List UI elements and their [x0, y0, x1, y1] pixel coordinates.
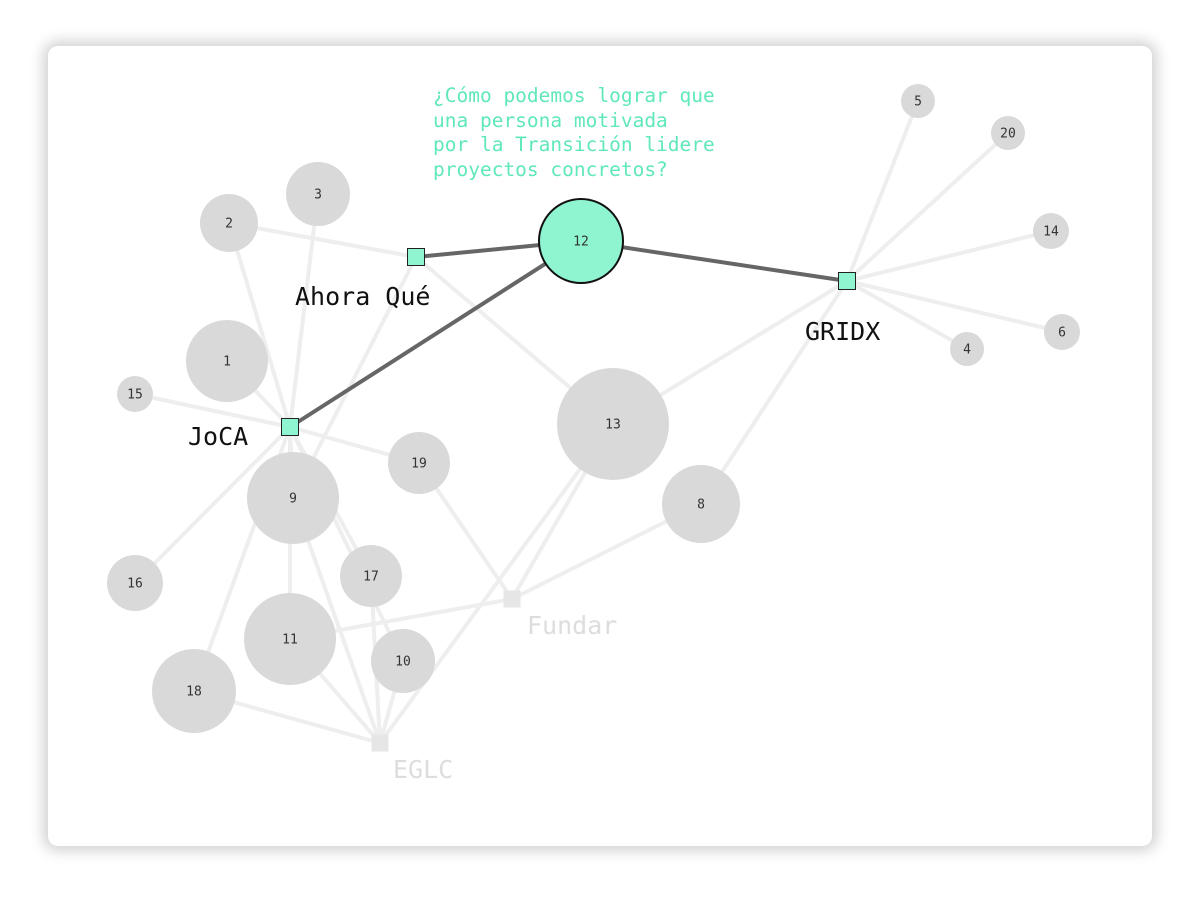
person-node-9[interactable]: 9 [247, 452, 339, 544]
person-node-6[interactable]: 6 [1044, 314, 1080, 350]
person-circle [557, 368, 669, 480]
person-circle [152, 649, 236, 733]
edge-15-joca [133, 392, 292, 429]
person-label: 12 [573, 235, 589, 250]
person-label: 1 [223, 355, 231, 370]
org-label: EGLC [393, 755, 453, 784]
person-node-18[interactable]: 18 [152, 649, 236, 733]
person-label: 19 [411, 457, 427, 472]
person-label: 4 [963, 343, 971, 358]
person-circle [991, 116, 1025, 150]
person-node-15[interactable]: 15 [117, 376, 153, 412]
person-circle [247, 452, 339, 544]
org-label: Fundar [527, 611, 617, 640]
diagram-question: ¿Cómo podemos lograr que una persona mot… [433, 84, 715, 181]
edge-highlight-12-gridx [579, 239, 849, 283]
edge-6-gridx [845, 279, 1064, 334]
person-node-13[interactable]: 13 [557, 368, 669, 480]
edge-highlight-12-joca [288, 239, 583, 429]
person-label: 10 [395, 655, 411, 670]
person-node-5[interactable]: 5 [901, 84, 935, 118]
edge-8-gridx [699, 279, 849, 506]
person-label: 13 [605, 418, 621, 433]
person-circle [662, 465, 740, 543]
org-label: Ahora Qué [295, 282, 430, 311]
org-node-ahora[interactable]: Ahora Qué [295, 248, 430, 312]
person-label: 17 [363, 570, 379, 585]
person-label: 3 [314, 188, 322, 203]
person-node-4[interactable]: 4 [950, 332, 984, 366]
edge-2-ahora [227, 221, 418, 259]
org-label: JoCA [188, 422, 248, 451]
person-circle [186, 320, 268, 402]
person-node-11[interactable]: 11 [244, 593, 336, 685]
person-label: 9 [289, 492, 297, 507]
person-node-19[interactable]: 19 [388, 432, 450, 494]
person-node-1[interactable]: 1 [186, 320, 268, 402]
edge-2-joca [227, 221, 292, 429]
person-circle [117, 376, 153, 412]
person-label: 5 [914, 95, 922, 110]
person-label: 14 [1043, 225, 1059, 240]
person-label: 2 [225, 217, 233, 232]
person-label: 18 [186, 685, 202, 700]
person-circle [286, 162, 350, 226]
person-circle [371, 629, 435, 693]
person-circle [1044, 314, 1080, 350]
person-node-2[interactable]: 2 [200, 194, 258, 252]
edge-16-joca [133, 425, 292, 585]
person-circle [1033, 213, 1069, 249]
person-label: 8 [697, 498, 705, 513]
person-circle [200, 194, 258, 252]
person-label: 16 [127, 577, 143, 592]
person-node-16[interactable]: 16 [107, 555, 163, 611]
edge-3-joca [288, 192, 320, 429]
person-node-20[interactable]: 20 [991, 116, 1025, 150]
edge-20-gridx [845, 131, 1010, 283]
person-circle [901, 84, 935, 118]
person-node-12[interactable]: 12 [538, 198, 624, 284]
person-circle [950, 332, 984, 366]
org-node-fundar[interactable]: Fundar [503, 590, 618, 641]
edge-14-gridx [845, 229, 1053, 283]
person-node-3[interactable]: 3 [286, 162, 350, 226]
org-square [371, 734, 389, 752]
person-node-10[interactable]: 10 [371, 629, 435, 693]
person-node-8[interactable]: 8 [662, 465, 740, 543]
person-circle [388, 432, 450, 494]
person-label: 11 [282, 633, 298, 648]
org-node-joca[interactable]: JoCA [188, 418, 299, 452]
person-label: 15 [127, 388, 143, 403]
edge-4-gridx [845, 279, 969, 351]
person-circle [107, 555, 163, 611]
person-circle [244, 593, 336, 685]
org-square [503, 590, 521, 608]
person-node-14[interactable]: 14 [1033, 213, 1069, 249]
person-circle [538, 198, 624, 284]
person-node-17[interactable]: 17 [340, 545, 402, 607]
person-circle [340, 545, 402, 607]
person-label: 6 [1058, 326, 1066, 341]
org-square [407, 248, 425, 266]
org-node-gridx[interactable]: GRIDX [805, 272, 880, 347]
org-label: GRIDX [805, 317, 880, 346]
org-square [838, 272, 856, 290]
org-square [281, 418, 299, 436]
person-label: 20 [1000, 127, 1016, 142]
org-node-eglc[interactable]: EGLC [371, 734, 454, 785]
edge-13-eglc [378, 422, 615, 745]
edge-5-gridx [845, 99, 920, 283]
